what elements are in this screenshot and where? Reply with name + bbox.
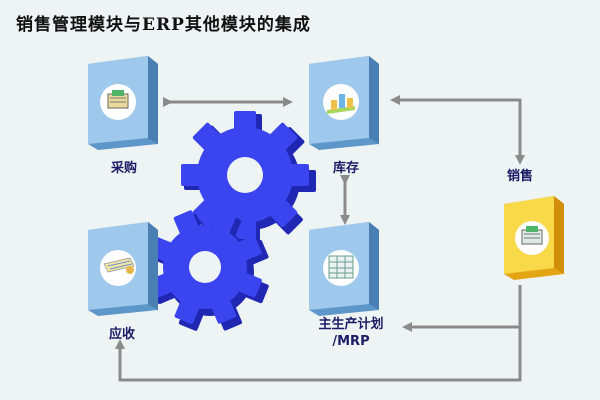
arrow-sales-receivables — [115, 327, 522, 382]
label-inventory: 库存 — [332, 161, 359, 176]
label-mps-line1: 主生产计划 — [318, 317, 384, 332]
label-mps: 主生产计划 /MRP — [296, 316, 406, 350]
label-purchasing: 采购 — [110, 161, 137, 176]
binder-box — [504, 196, 564, 280]
module-purchasing[interactable] — [84, 52, 164, 150]
module-receivables[interactable] — [84, 218, 164, 316]
module-sales[interactable] — [500, 192, 580, 282]
binder-box — [88, 222, 158, 316]
cash-register-icon — [107, 90, 129, 109]
spreadsheet-icon — [328, 255, 354, 279]
label-sales: 销售 — [506, 169, 533, 184]
label-mps-line2: /MRP — [332, 334, 370, 349]
module-mps[interactable] — [305, 218, 385, 316]
binder-box — [309, 56, 379, 150]
bar-chart-icon — [327, 94, 355, 114]
diagram-title: 销售管理模块与ERP其他模块的集成 — [16, 15, 311, 35]
cash-register-icon — [521, 226, 543, 245]
module-inventory[interactable] — [305, 52, 385, 150]
binder-box — [309, 222, 379, 316]
label-receivables: 应收 — [108, 327, 135, 342]
ledger-icon — [103, 257, 135, 274]
binder-box — [88, 56, 158, 150]
gear-icon — [181, 111, 316, 246]
